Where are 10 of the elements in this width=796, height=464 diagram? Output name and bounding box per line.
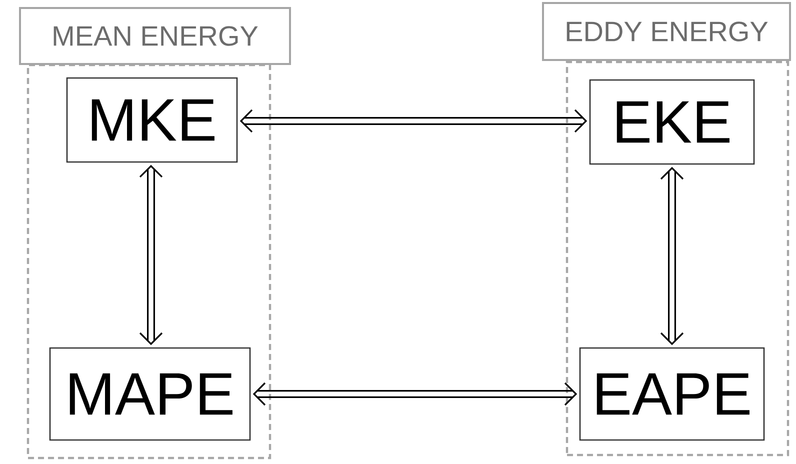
process-box: EKE	[589, 79, 755, 165]
heading-box: EDDY ENERGY	[542, 2, 791, 61]
process-box: MKE	[66, 77, 238, 163]
heading-box: MEAN ENERGY	[19, 7, 291, 65]
double-arrow	[139, 164, 163, 346]
double-arrow	[240, 109, 588, 133]
process-box: EAPE	[579, 347, 765, 441]
double-arrow	[660, 166, 684, 346]
process-box: MAPE	[49, 347, 251, 441]
double-arrow	[252, 382, 578, 406]
